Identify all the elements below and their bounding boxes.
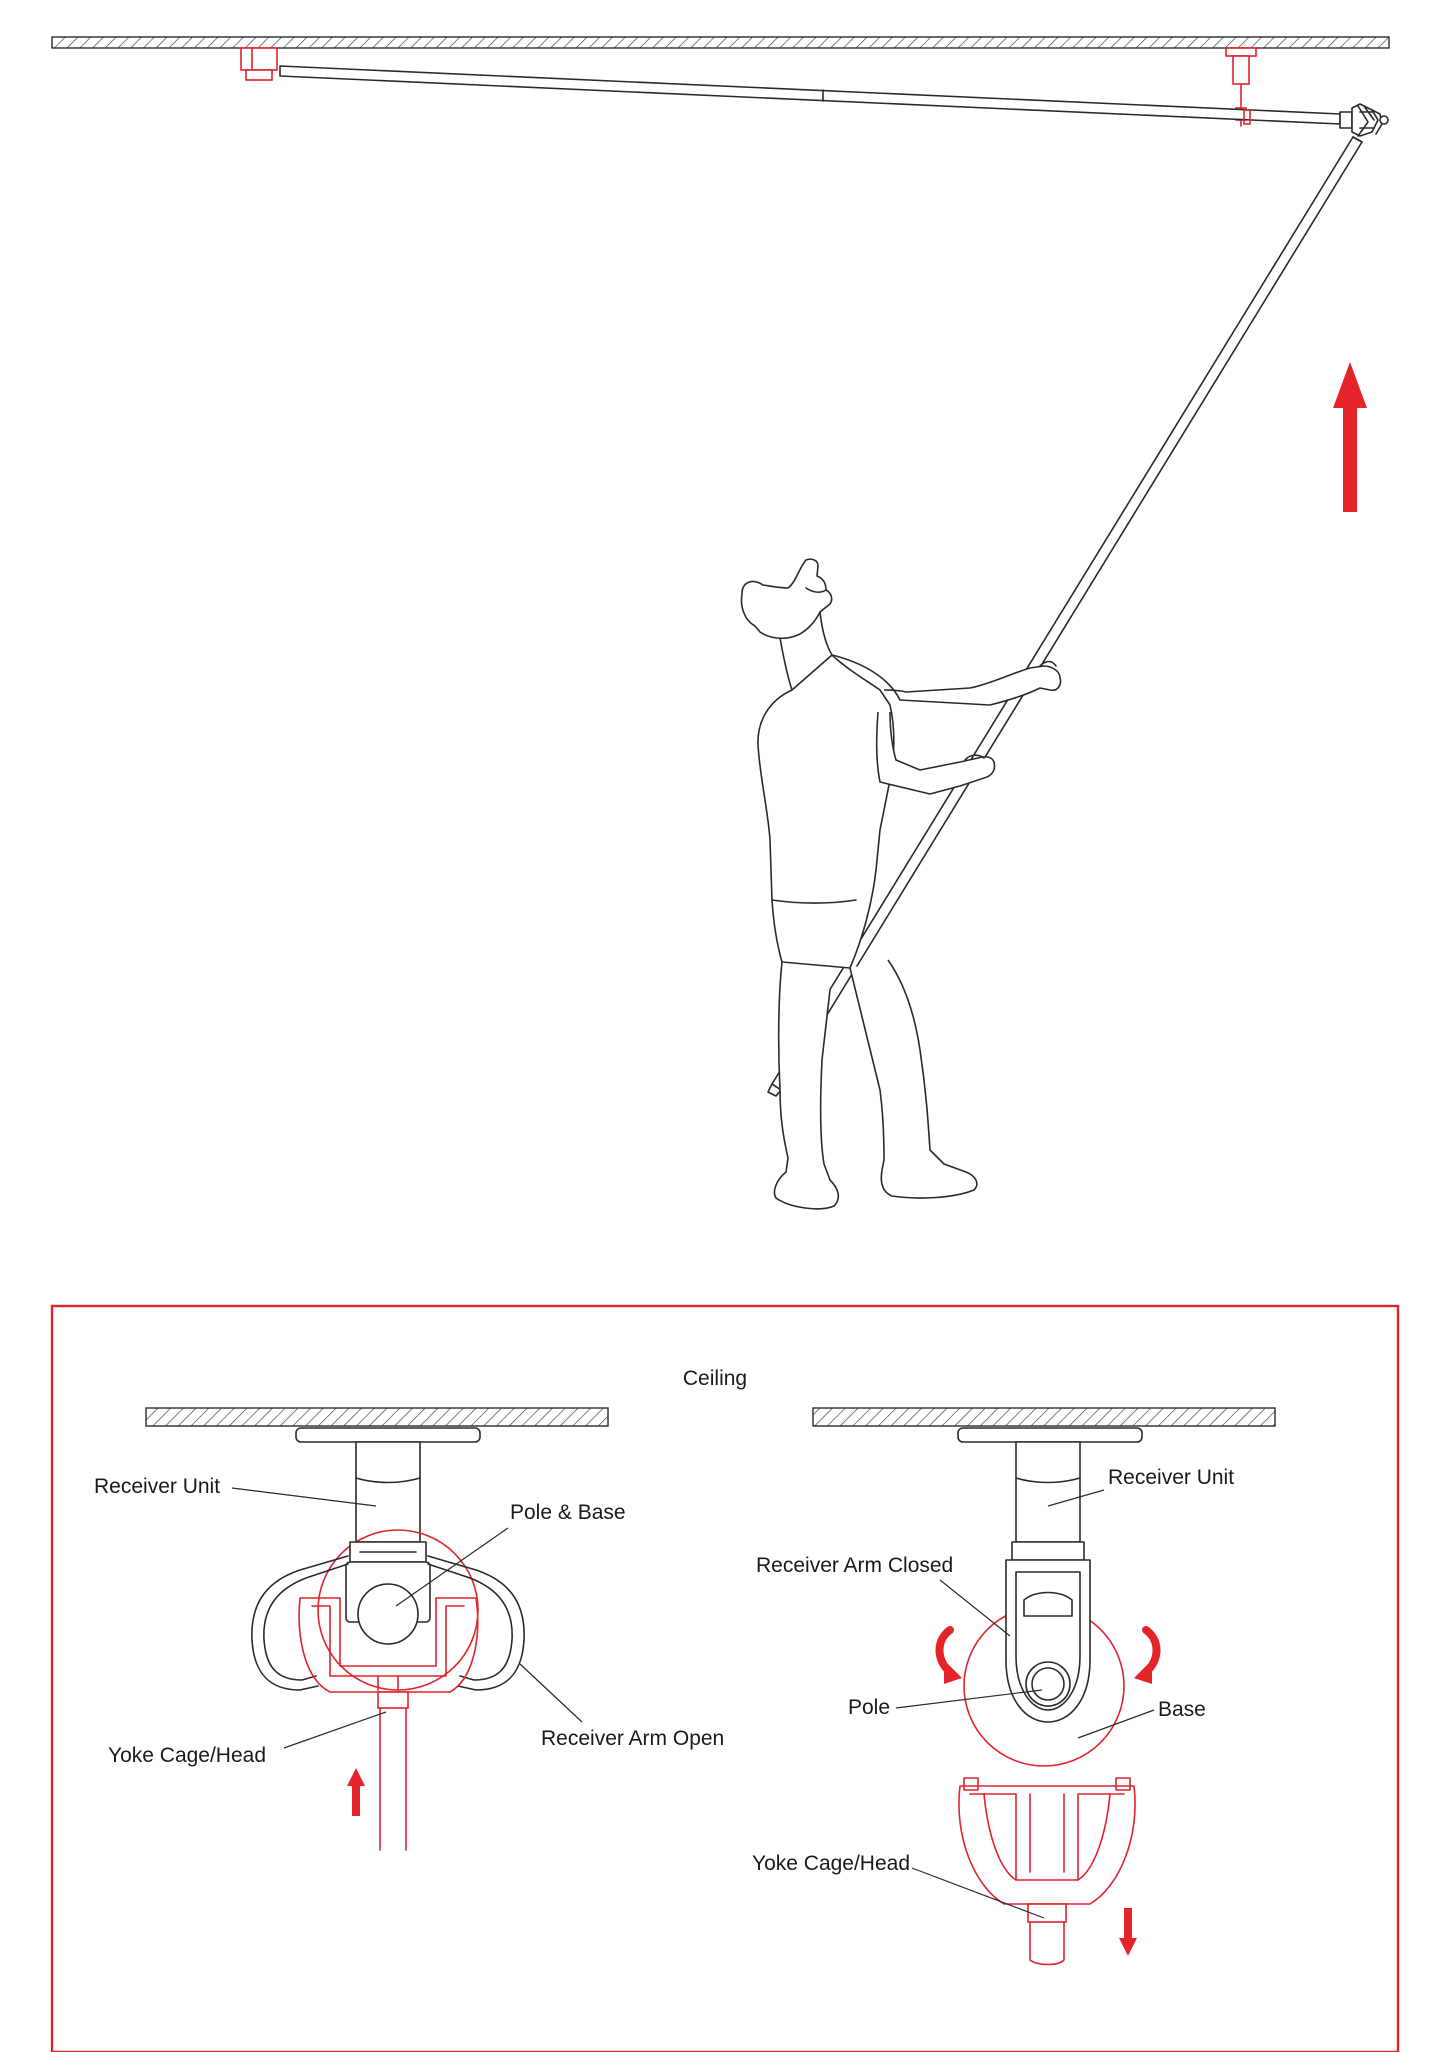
left-ceiling bbox=[145, 1407, 609, 1427]
left-detail: Receiver Unit Pole & Base Yoke Cage/Head… bbox=[94, 1407, 724, 1851]
right-receiver-unit-label: Receiver Unit bbox=[1108, 1466, 1234, 1489]
right-receiver-arm-closed-label: Receiver Arm Closed bbox=[756, 1554, 953, 1577]
left-yoke-cage-label: Yoke Cage/Head bbox=[108, 1744, 266, 1767]
rotate-arrow-icon-left bbox=[935, 1626, 962, 1684]
left-receiver-arm-open-label: Receiver Arm Open bbox=[541, 1727, 724, 1750]
right-yoke-cage-label: Yoke Cage/Head bbox=[752, 1852, 910, 1875]
arrow-up-icon bbox=[1333, 362, 1367, 512]
left-receiver-unit-label: Receiver Unit bbox=[94, 1475, 220, 1498]
top-ceiling bbox=[51, 36, 1390, 49]
detail-panel: Ceiling bbox=[50, 1304, 1400, 2052]
top-cage-head bbox=[1351, 103, 1389, 137]
top-illustration bbox=[51, 36, 1390, 1210]
top-receiver-unit-left bbox=[240, 47, 278, 81]
ceiling-label: Ceiling bbox=[683, 1367, 747, 1390]
right-ceiling bbox=[812, 1407, 1276, 1427]
left-arrow-up-icon bbox=[347, 1768, 365, 1816]
left-pole-base-label: Pole & Base bbox=[510, 1501, 626, 1524]
detail-panel-border bbox=[50, 1304, 1400, 2052]
right-pole-label: Pole bbox=[848, 1696, 890, 1719]
man-figure bbox=[740, 558, 1062, 1210]
right-detail: Receiver Unit Receiver Arm Closed Pole B… bbox=[752, 1407, 1276, 1966]
rotate-arrow-icon-right bbox=[1134, 1626, 1161, 1684]
right-base-label: Base bbox=[1158, 1698, 1206, 1721]
arrow-down-icon bbox=[1119, 1908, 1137, 1956]
top-horizontal-pole bbox=[279, 65, 1353, 129]
